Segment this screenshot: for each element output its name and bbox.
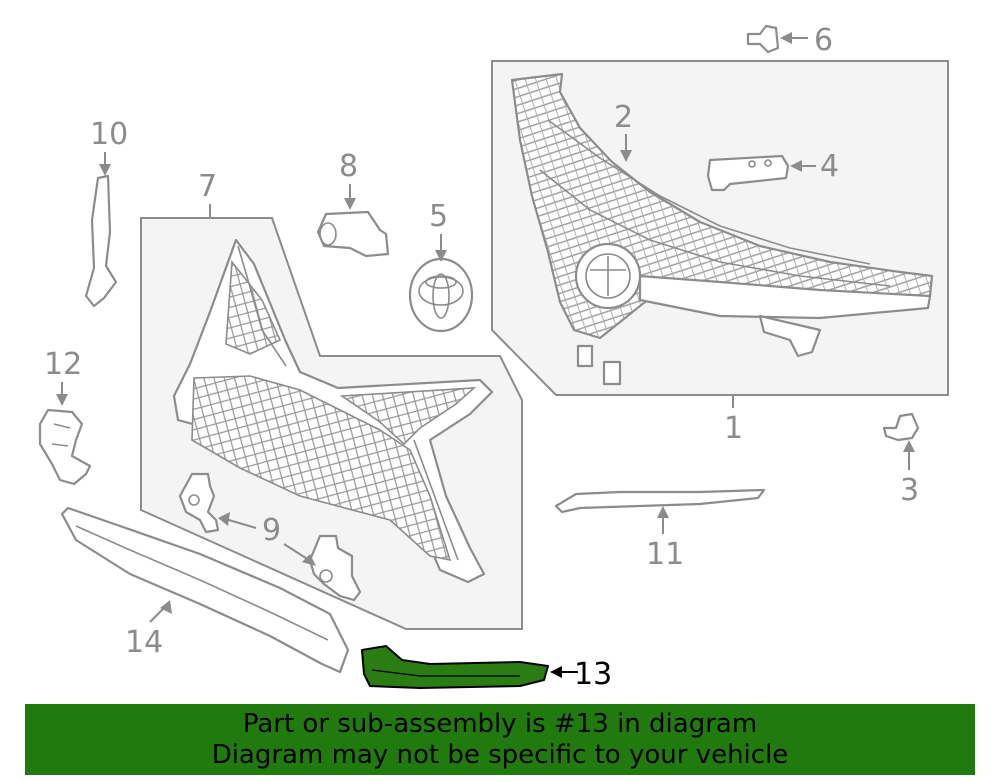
bracket-part-4 <box>706 154 790 192</box>
callout-11[interactable]: 11 <box>646 506 684 572</box>
svg-text:9: 9 <box>262 513 281 548</box>
svg-text:13: 13 <box>574 657 612 692</box>
callout-2[interactable]: 2 <box>614 100 633 162</box>
svg-text:11: 11 <box>646 537 684 572</box>
clip-part-6 <box>746 24 780 54</box>
callout-9[interactable]: 9 <box>218 512 316 566</box>
clip-part-3 <box>882 412 920 442</box>
emblem-part-5 <box>408 257 474 333</box>
svg-text:12: 12 <box>44 347 82 382</box>
sensor-part-8 <box>316 210 390 258</box>
svg-text:3: 3 <box>900 473 919 508</box>
callout-4[interactable]: 4 <box>790 149 839 184</box>
callout-3[interactable]: 3 <box>900 440 919 508</box>
callout-8[interactable]: 8 <box>339 149 358 210</box>
callout-1[interactable]: 1 <box>724 396 743 446</box>
banner-line-1: Part or sub-assembly is #13 in diagram <box>242 709 758 739</box>
svg-text:1: 1 <box>724 411 743 446</box>
callout-10[interactable]: 10 <box>90 117 128 176</box>
svg-text:10: 10 <box>90 117 128 152</box>
svg-text:2: 2 <box>614 100 633 135</box>
bracket-part-12 <box>38 408 92 486</box>
strip-part-14 <box>60 506 350 674</box>
banner-line-2: Diagram may not be specific to your vehi… <box>211 740 789 770</box>
svg-text:4: 4 <box>820 149 839 184</box>
info-banner: Part or sub-assembly is #13 in diagram D… <box>25 704 975 775</box>
highlighted-part-13[interactable] <box>361 645 549 689</box>
svg-text:8: 8 <box>339 149 358 184</box>
sensor-bracket-part-9 <box>178 472 362 602</box>
grille-assembly-panel <box>491 60 949 396</box>
callout-13[interactable]: 13 <box>550 657 612 692</box>
svg-text:5: 5 <box>429 199 448 234</box>
svg-text:6: 6 <box>814 23 833 58</box>
callout-12[interactable]: 12 <box>44 347 82 406</box>
callout-14[interactable]: 14 <box>125 600 172 660</box>
lower-grille-panel <box>140 217 523 630</box>
callout-7[interactable]: 7 <box>198 169 217 218</box>
callout-6[interactable]: 6 <box>780 23 833 58</box>
molding-part-11 <box>554 488 766 514</box>
callout-5[interactable]: 5 <box>429 199 448 262</box>
svg-text:14: 14 <box>125 625 163 660</box>
molding-part-10 <box>84 174 118 308</box>
svg-text:7: 7 <box>198 169 217 204</box>
